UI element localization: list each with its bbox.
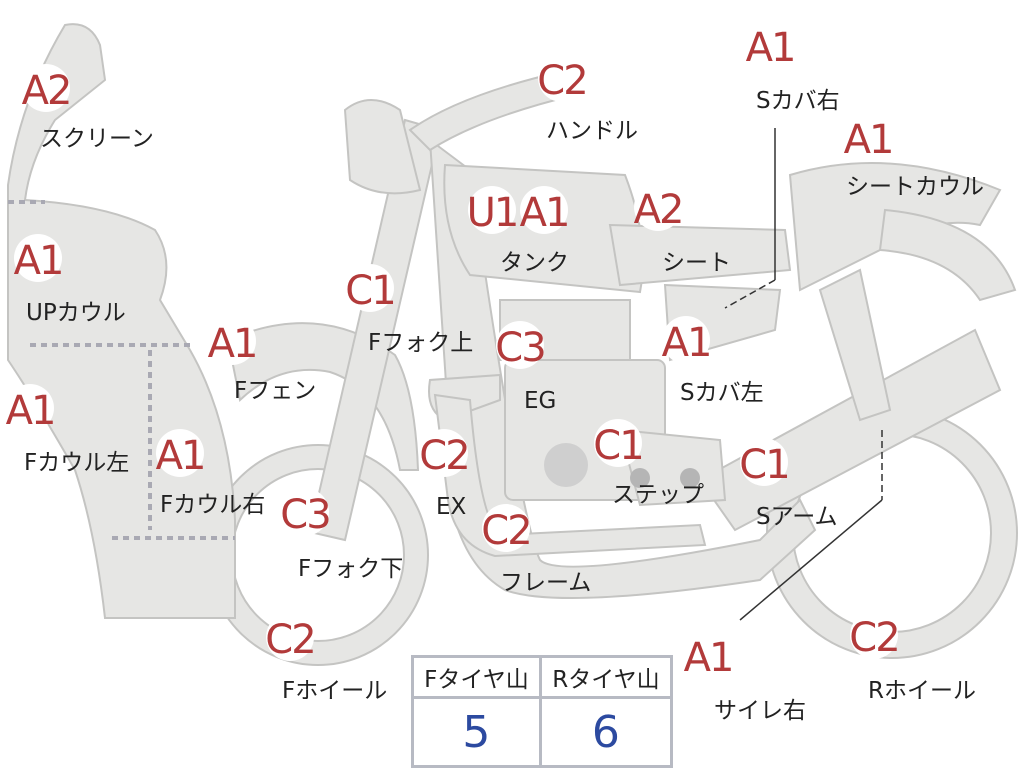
leader-s-cover-right-dash — [724, 279, 776, 309]
silencer-right — [433, 393, 707, 558]
step-peg-2 — [680, 468, 700, 488]
grade-tank-2: A1 — [520, 190, 569, 236]
grade-f-cowl-right: A1 — [156, 433, 205, 479]
grade-s-cover-right: A1 — [746, 25, 795, 71]
label-f-wheel: Fホイール — [282, 678, 387, 704]
label-step: ステップ — [612, 482, 704, 508]
rear-shock — [818, 268, 892, 422]
label-s-cover-right: Sカバ右 — [756, 88, 840, 114]
label-ex: EX — [436, 494, 467, 520]
label-screen: スクリーン — [40, 126, 154, 152]
grade-up-cowl: A1 — [14, 238, 63, 284]
label-up-cowl: UPカウル — [26, 300, 126, 326]
label-silencer-right: サイレ右 — [714, 698, 806, 724]
grade-f-wheel: C2 — [265, 617, 314, 663]
label-r-wheel: Rホイール — [868, 678, 976, 704]
label-f-cowl-left: Fカウル左 — [24, 450, 129, 476]
grade-badges — [6, 21, 898, 679]
grade-handle: C2 — [537, 58, 586, 104]
grade-f-fork-lower: C3 — [280, 492, 329, 538]
label-f-fork-lower: Fフォク下 — [298, 556, 403, 582]
grade-tank-1: U1 — [467, 190, 518, 236]
grade-ex: C2 — [419, 433, 468, 479]
grade-f-fender: A1 — [208, 321, 257, 367]
grade-f-cowl-left: A1 — [6, 388, 55, 434]
rear-frame — [878, 208, 1017, 302]
grade-frame: C2 — [481, 508, 530, 554]
grade-screen: A2 — [22, 68, 71, 114]
grade-silencer-right: A1 — [684, 635, 733, 681]
rear-tire-tread-value: 6 — [538, 696, 674, 768]
grade-eg: C3 — [495, 325, 544, 371]
label-eg: EG — [524, 388, 556, 414]
front-tire-tread-header: Fタイヤ山 — [411, 655, 542, 699]
step-peg-1 — [630, 468, 650, 488]
label-f-fender: Fフェン — [234, 378, 316, 404]
rear-tire-tread-header: Rタイヤ山 — [538, 655, 674, 699]
label-s-arm: Sアーム — [756, 504, 838, 530]
tire-tread-table: Fタイヤ山 Rタイヤ山 5 6 — [411, 655, 674, 768]
grade-r-wheel: C2 — [849, 615, 898, 661]
label-seat-cowl: シートカウル — [846, 174, 984, 200]
front-wheel — [207, 444, 429, 666]
front-tire-tread-value: 5 — [411, 696, 542, 768]
label-f-fork-upper: Fフォク上 — [368, 330, 473, 356]
label-f-cowl-right: Fカウル右 — [160, 492, 265, 518]
label-frame: フレーム — [500, 570, 591, 596]
grade-s-arm: C1 — [739, 442, 788, 488]
grade-seat-cowl: A1 — [844, 117, 893, 163]
leader-silencer-right — [739, 499, 883, 621]
label-seat: シート — [662, 250, 731, 276]
grade-seat: A2 — [634, 187, 683, 233]
seat — [608, 223, 792, 287]
grade-s-cover-left: A1 — [662, 320, 711, 366]
headlight-mount — [343, 99, 422, 195]
label-handle: ハンドル — [546, 118, 638, 144]
label-s-cover-left: Sカバ左 — [680, 380, 764, 406]
grade-step: C1 — [593, 423, 642, 469]
label-tank: タンク — [500, 250, 569, 276]
grade-f-fork-upper: C1 — [345, 268, 394, 314]
engine-cover — [544, 443, 588, 487]
